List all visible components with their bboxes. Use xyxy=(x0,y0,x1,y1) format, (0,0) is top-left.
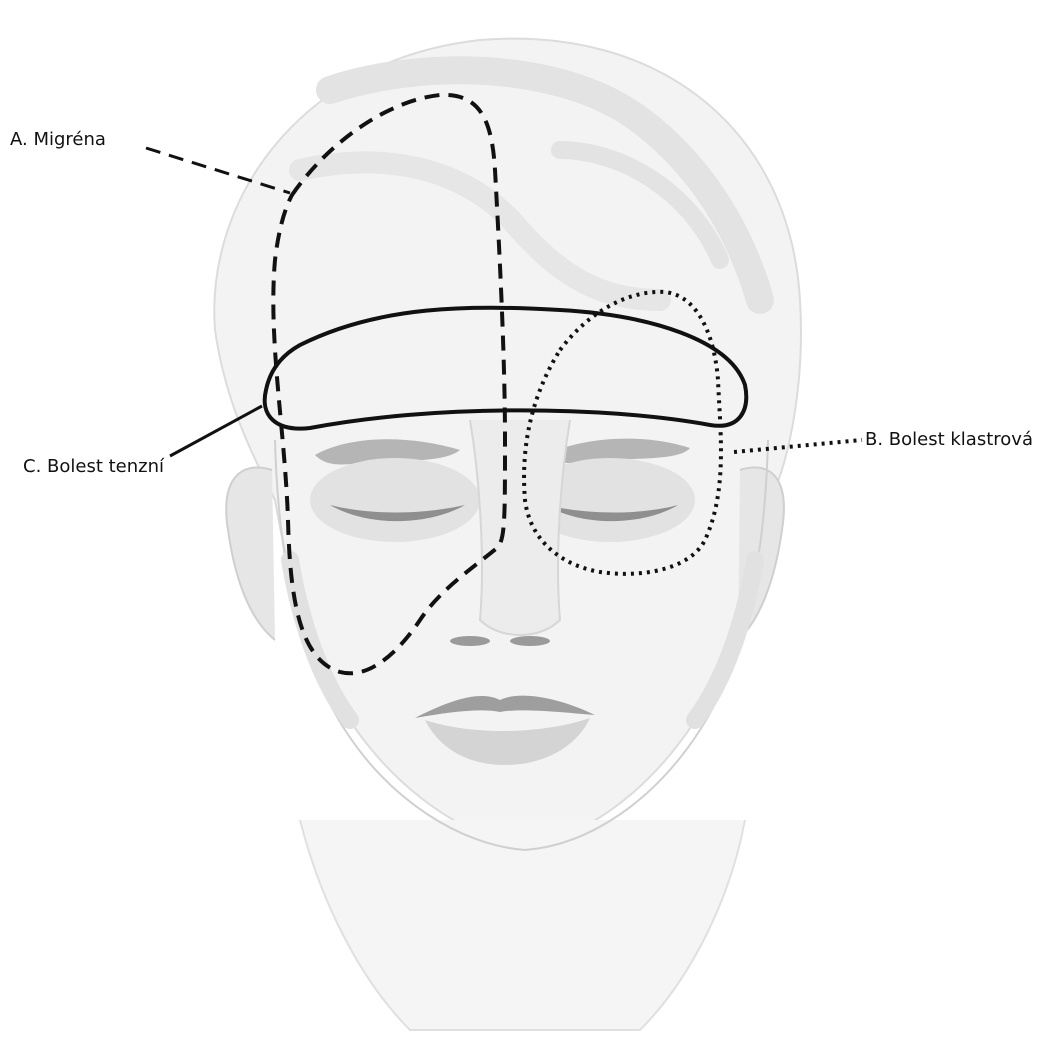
neck xyxy=(300,820,745,1030)
label-migraine: A. Migréna xyxy=(10,131,106,149)
nose-bridge xyxy=(470,420,570,635)
face-illustration xyxy=(214,39,801,1030)
right-nostril xyxy=(510,636,550,646)
left-eye-socket xyxy=(310,458,480,542)
left-ear xyxy=(226,468,275,641)
left-nostril xyxy=(450,636,490,646)
label-tension-headache: C. Bolest tenzní xyxy=(23,458,164,476)
label-cluster-headache: B. Bolest klastrová xyxy=(865,431,1033,449)
